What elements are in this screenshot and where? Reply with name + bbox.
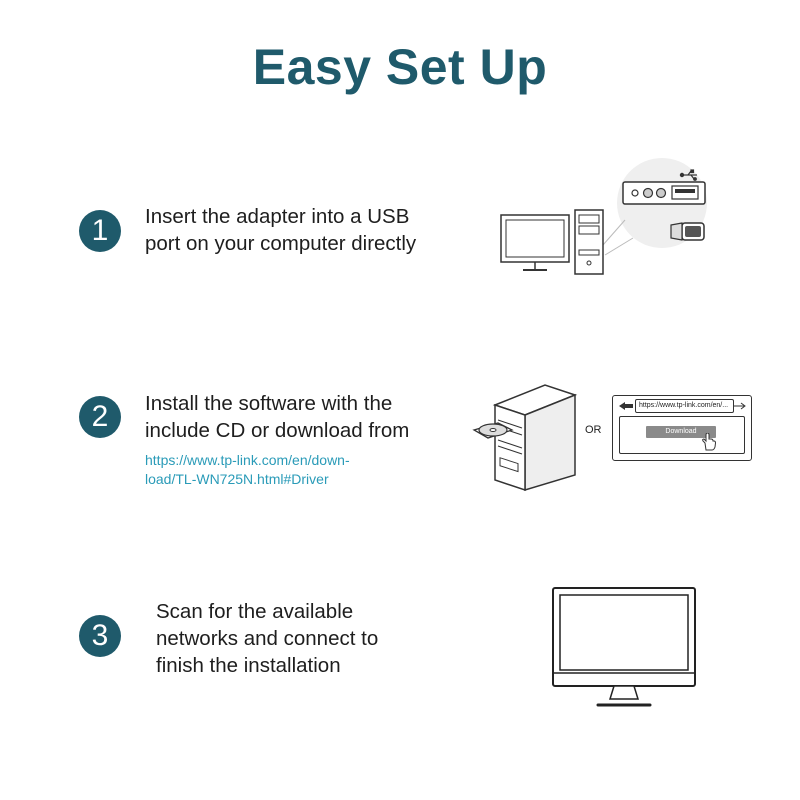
step-3-number-badge: 3	[79, 615, 121, 657]
usb-adapter-icon	[670, 222, 705, 241]
usb-icon	[679, 169, 697, 181]
forward-arrow-icon	[734, 402, 746, 410]
step-3-text: Scan for the available networks and conn…	[156, 598, 378, 679]
back-arrow-icon	[619, 402, 633, 410]
step-1-text: Insert the adapter into a USB port on yo…	[145, 203, 416, 257]
step-2-line-2: include CD or download from	[145, 419, 410, 442]
step-2-text: Install the software with the include CD…	[145, 390, 409, 444]
page-title: Easy Set Up	[252, 39, 548, 95]
step-3-line-2: networks and connect to	[156, 627, 379, 650]
step-1-line-2: port on your computer directly	[145, 232, 417, 255]
browser-content: Download	[619, 416, 745, 454]
step-1-number-badge: 1	[79, 210, 121, 252]
hand-cursor-icon	[702, 433, 716, 451]
monitor-screen	[559, 594, 689, 671]
driver-download-link[interactable]: https://www.tp-link.com/en/down- load/TL…	[145, 451, 350, 489]
computer-usb-illustration	[500, 158, 707, 275]
pc-tower-icon	[574, 209, 604, 275]
step-2-line-1: Install the software with the	[145, 392, 393, 415]
monitor-illustration	[552, 587, 696, 707]
or-label: OR	[585, 424, 602, 436]
address-bar: https://www.tp-link.com/en/...	[635, 399, 734, 413]
step-3-line-1: Scan for the available	[156, 600, 354, 623]
driver-link-line-2[interactable]: load/TL-WN725N.html#Driver	[145, 471, 329, 487]
download-button-label: Download	[665, 428, 697, 435]
step-3-line-3: finish the installation	[156, 654, 341, 677]
driver-link-line-1[interactable]: https://www.tp-link.com/en/down-	[145, 452, 350, 468]
download-button[interactable]: Download	[646, 426, 716, 438]
browser-url: https://www.tp-link.com/en/...	[639, 402, 729, 409]
step-1-line-1: Insert the adapter into a USB	[145, 205, 410, 228]
step-2-number-badge: 2	[79, 396, 121, 438]
browser-window-illustration: https://www.tp-link.com/en/... Download	[612, 395, 752, 461]
cd-drive-illustration	[472, 384, 578, 492]
